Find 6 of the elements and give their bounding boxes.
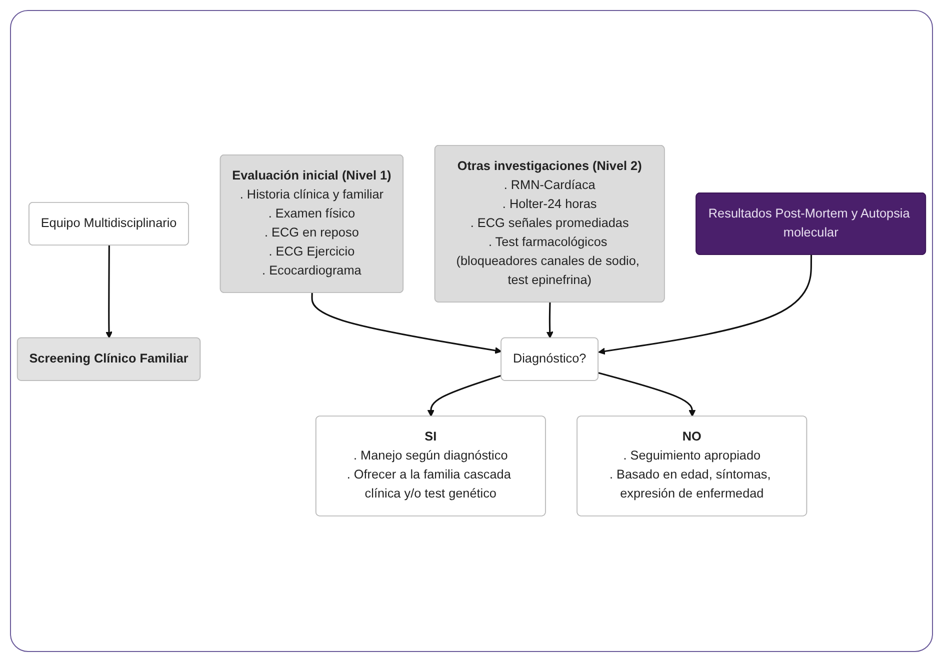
arrow: [546, 302, 554, 339]
arrow: [427, 375, 502, 418]
arrow: [598, 372, 696, 418]
arrow: [598, 255, 812, 356]
arrow: [311, 293, 502, 354]
arrow: [106, 246, 113, 339]
